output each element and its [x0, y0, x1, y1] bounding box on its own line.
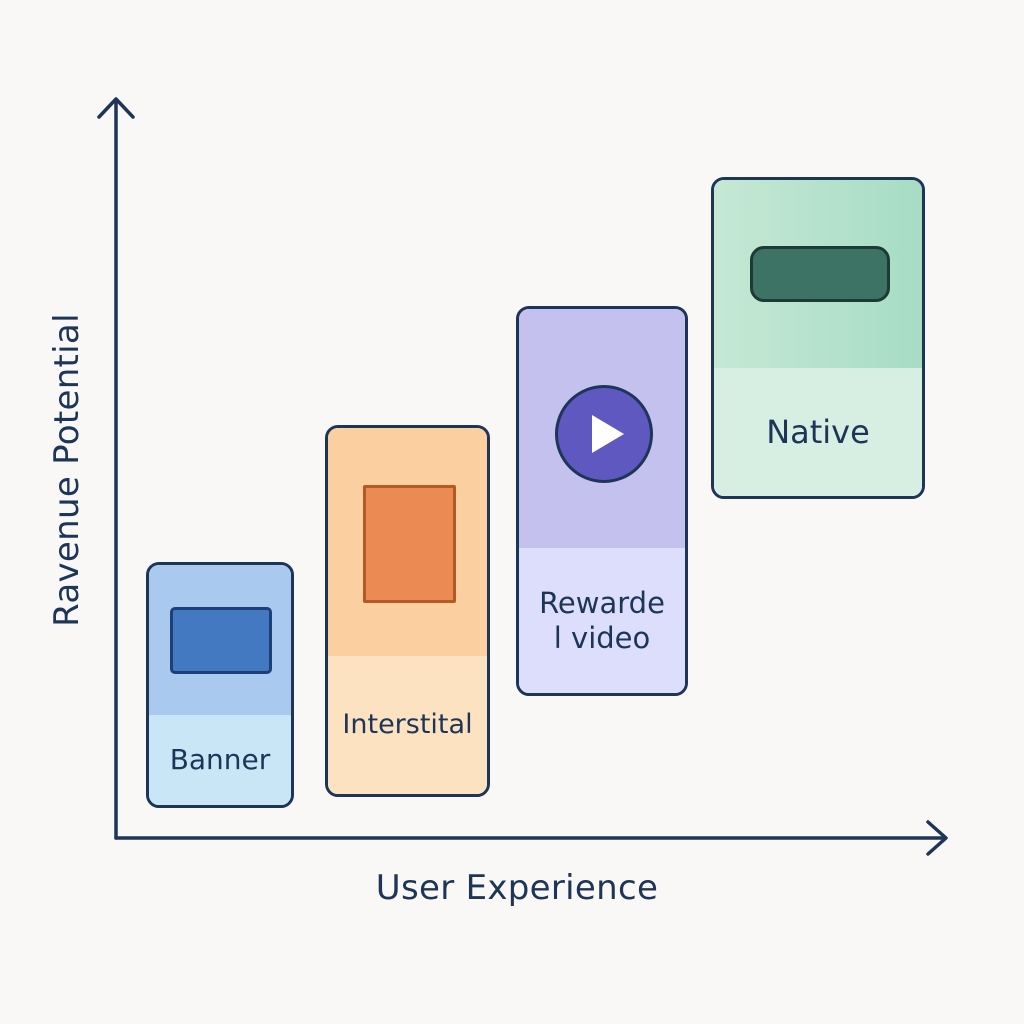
y-axis-label: Ravenue Potential	[47, 313, 87, 627]
native-preview	[714, 180, 922, 374]
interstitial-card: Interstital	[325, 425, 490, 797]
native-label: Native	[766, 413, 870, 451]
banner-label-area: Banner	[149, 715, 291, 805]
banner-ad-icon	[170, 607, 272, 674]
rewarded-video-label-area: Rewarde l video	[519, 548, 685, 693]
y-axis-arrowhead	[97, 97, 135, 119]
native-ad-icon	[750, 246, 890, 302]
native-card: Native	[711, 177, 925, 499]
x-axis-arrowhead	[926, 820, 948, 856]
x-axis-label: User Experience	[375, 868, 659, 908]
banner-preview	[149, 565, 291, 721]
banner-label: Banner	[169, 743, 271, 776]
interstitial-label: Interstital	[342, 709, 473, 740]
rewarded-video-preview	[519, 309, 685, 554]
interstitial-label-area: Interstital	[328, 656, 487, 794]
native-label-area: Native	[714, 368, 922, 496]
banner-card: Banner	[146, 562, 294, 808]
rewarded-video-label: Rewarde l video	[539, 585, 665, 655]
rewarded-video-card: Rewarde l video	[516, 306, 688, 696]
interstitial-preview	[328, 428, 487, 662]
interstitial-ad-icon	[363, 485, 456, 603]
play-icon	[555, 385, 653, 483]
